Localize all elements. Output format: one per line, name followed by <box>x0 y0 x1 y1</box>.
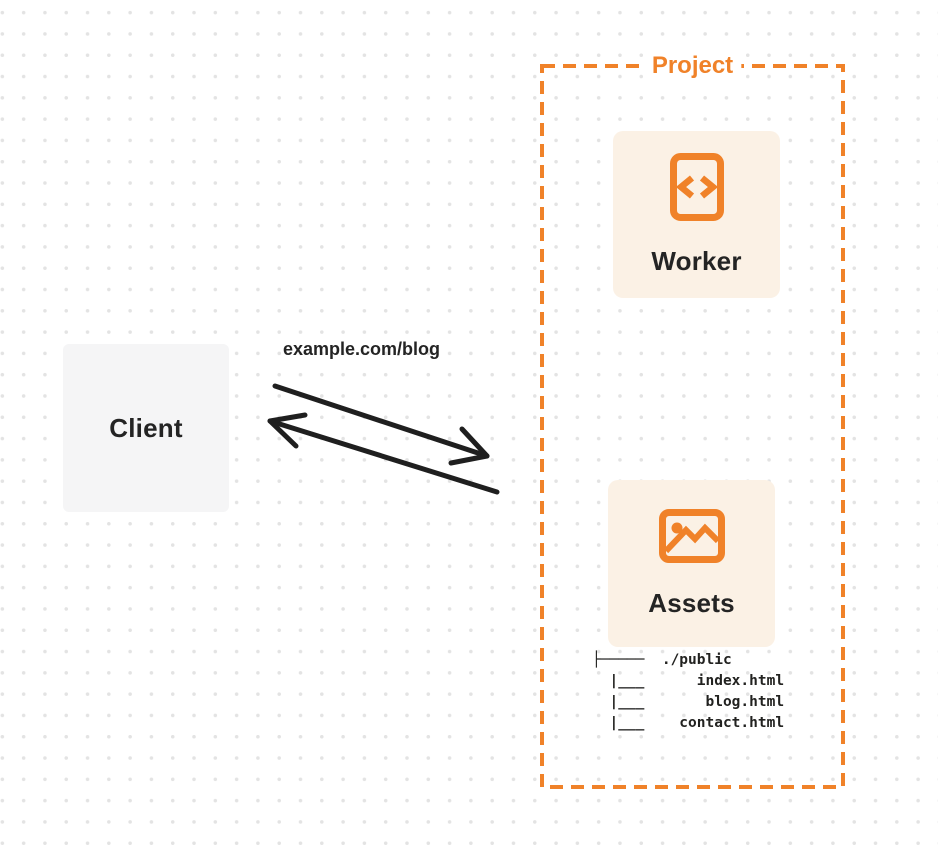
request-response-arrows <box>267 383 500 495</box>
request-url-label: example.com/blog <box>283 339 441 359</box>
assets-label: Assets <box>648 587 735 618</box>
response-arrowhead <box>267 412 308 449</box>
client-label: Client <box>109 412 183 443</box>
response-arrow-shaft <box>267 418 500 495</box>
image-icon <box>658 508 725 563</box>
client-node: Client <box>63 344 229 512</box>
project-group: Project Worker Assets ├───── ./public |_… <box>538 51 847 791</box>
arrow-strokes <box>267 383 500 495</box>
project-label: Project <box>643 51 742 81</box>
worker-label: Worker <box>651 245 742 276</box>
request-arrowhead <box>448 426 490 466</box>
request-arrow-shaft <box>272 383 490 459</box>
worker-node: Worker <box>613 131 780 298</box>
assets-node: Assets <box>608 480 775 647</box>
assets-file-tree: ├───── ./public |___ index.html |___ blo… <box>592 652 785 731</box>
code-file-icon <box>669 152 724 221</box>
image-icon-sun <box>671 522 682 533</box>
